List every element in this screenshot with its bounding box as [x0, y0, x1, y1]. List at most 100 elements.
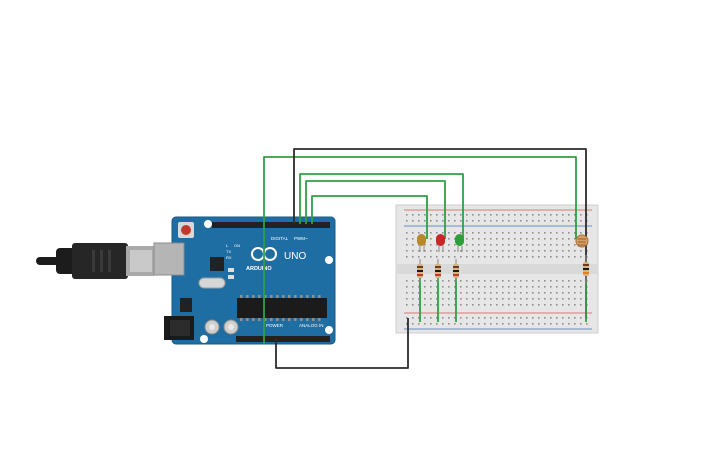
breadboard-hole[interactable]	[544, 256, 546, 258]
breadboard-hole[interactable]	[526, 214, 528, 216]
breadboard-hole[interactable]	[442, 214, 444, 216]
breadboard-hole[interactable]	[562, 220, 564, 222]
breadboard-hole[interactable]	[556, 292, 558, 294]
breadboard-hole[interactable]	[424, 244, 426, 246]
breadboard-hole[interactable]	[520, 244, 522, 246]
breadboard-hole[interactable]	[460, 250, 462, 252]
breadboard-hole[interactable]	[502, 323, 504, 325]
breadboard-hole[interactable]	[568, 238, 570, 240]
breadboard-hole[interactable]	[478, 317, 480, 319]
breadboard-hole[interactable]	[550, 286, 552, 288]
breadboard-hole[interactable]	[532, 298, 534, 300]
breadboard-hole[interactable]	[502, 256, 504, 258]
breadboard-hole[interactable]	[418, 232, 420, 234]
breadboard-hole[interactable]	[508, 244, 510, 246]
breadboard-hole[interactable]	[574, 250, 576, 252]
breadboard-hole[interactable]	[484, 317, 486, 319]
breadboard-hole[interactable]	[412, 244, 414, 246]
breadboard-hole[interactable]	[430, 220, 432, 222]
breadboard-hole[interactable]	[436, 323, 438, 325]
breadboard-hole[interactable]	[502, 250, 504, 252]
breadboard-hole[interactable]	[544, 250, 546, 252]
breadboard-hole[interactable]	[412, 286, 414, 288]
breadboard-hole[interactable]	[418, 250, 420, 252]
breadboard-hole[interactable]	[568, 250, 570, 252]
breadboard-hole[interactable]	[496, 250, 498, 252]
breadboard-hole[interactable]	[550, 280, 552, 282]
resistor[interactable]	[417, 259, 423, 282]
breadboard-hole[interactable]	[424, 317, 426, 319]
breadboard-hole[interactable]	[556, 304, 558, 306]
breadboard-hole[interactable]	[574, 244, 576, 246]
wire-black-ground[interactable]	[275, 318, 409, 369]
breadboard-hole[interactable]	[508, 238, 510, 240]
breadboard-hole[interactable]	[544, 304, 546, 306]
breadboard-hole[interactable]	[418, 298, 420, 300]
breadboard-hole[interactable]	[508, 298, 510, 300]
breadboard-hole[interactable]	[406, 292, 408, 294]
breadboard-hole[interactable]	[550, 214, 552, 216]
breadboard-hole[interactable]	[460, 298, 462, 300]
breadboard-hole[interactable]	[508, 323, 510, 325]
breadboard-hole[interactable]	[532, 244, 534, 246]
breadboard-hole[interactable]	[514, 244, 516, 246]
wire-black-top[interactable]	[293, 148, 587, 318]
breadboard-hole[interactable]	[562, 250, 564, 252]
power-analog-header[interactable]	[236, 336, 330, 342]
breadboard-hole[interactable]	[436, 250, 438, 252]
breadboard-hole[interactable]	[544, 317, 546, 319]
breadboard-hole[interactable]	[526, 286, 528, 288]
breadboard-hole[interactable]	[442, 317, 444, 319]
breadboard-hole[interactable]	[574, 238, 576, 240]
breadboard-hole[interactable]	[406, 317, 408, 319]
breadboard-hole[interactable]	[532, 304, 534, 306]
breadboard-hole[interactable]	[454, 220, 456, 222]
breadboard-hole[interactable]	[424, 323, 426, 325]
breadboard-hole[interactable]	[514, 292, 516, 294]
breadboard-hole[interactable]	[406, 304, 408, 306]
breadboard-hole[interactable]	[556, 250, 558, 252]
breadboard-hole[interactable]	[580, 256, 582, 258]
breadboard-hole[interactable]	[484, 256, 486, 258]
breadboard-hole[interactable]	[478, 232, 480, 234]
breadboard-hole[interactable]	[538, 286, 540, 288]
breadboard-hole[interactable]	[544, 298, 546, 300]
breadboard-hole[interactable]	[406, 280, 408, 282]
breadboard-hole[interactable]	[580, 280, 582, 282]
breadboard-hole[interactable]	[562, 244, 564, 246]
photoresistor[interactable]	[575, 234, 589, 248]
breadboard-hole[interactable]	[508, 220, 510, 222]
breadboard-hole[interactable]	[418, 317, 420, 319]
breadboard-hole[interactable]	[484, 286, 486, 288]
arduino-uno[interactable]: ARDUINO UNO DIGITAL PWM~ POWER ANALOG IN…	[153, 216, 336, 345]
breadboard-hole[interactable]	[436, 292, 438, 294]
breadboard-hole[interactable]	[454, 304, 456, 306]
breadboard-hole[interactable]	[502, 304, 504, 306]
breadboard-hole[interactable]	[556, 232, 558, 234]
breadboard-hole[interactable]	[448, 250, 450, 252]
breadboard-hole[interactable]	[526, 250, 528, 252]
breadboard-hole[interactable]	[466, 317, 468, 319]
breadboard-hole[interactable]	[508, 286, 510, 288]
breadboard-hole[interactable]	[448, 298, 450, 300]
breadboard-hole[interactable]	[472, 280, 474, 282]
breadboard-hole[interactable]	[544, 214, 546, 216]
breadboard-hole[interactable]	[544, 323, 546, 325]
breadboard-hole[interactable]	[406, 298, 408, 300]
breadboard-hole[interactable]	[532, 232, 534, 234]
breadboard-hole[interactable]	[508, 250, 510, 252]
breadboard-hole[interactable]	[454, 238, 456, 240]
breadboard-hole[interactable]	[550, 238, 552, 240]
breadboard-hole[interactable]	[580, 317, 582, 319]
breadboard-hole[interactable]	[454, 280, 456, 282]
breadboard-hole[interactable]	[406, 323, 408, 325]
breadboard-hole[interactable]	[496, 292, 498, 294]
breadboard-hole[interactable]	[484, 214, 486, 216]
breadboard-hole[interactable]	[532, 214, 534, 216]
breadboard-hole[interactable]	[550, 298, 552, 300]
breadboard-hole[interactable]	[550, 317, 552, 319]
breadboard-hole[interactable]	[568, 244, 570, 246]
breadboard-hole[interactable]	[556, 220, 558, 222]
breadboard-hole[interactable]	[424, 250, 426, 252]
breadboard-hole[interactable]	[466, 286, 468, 288]
